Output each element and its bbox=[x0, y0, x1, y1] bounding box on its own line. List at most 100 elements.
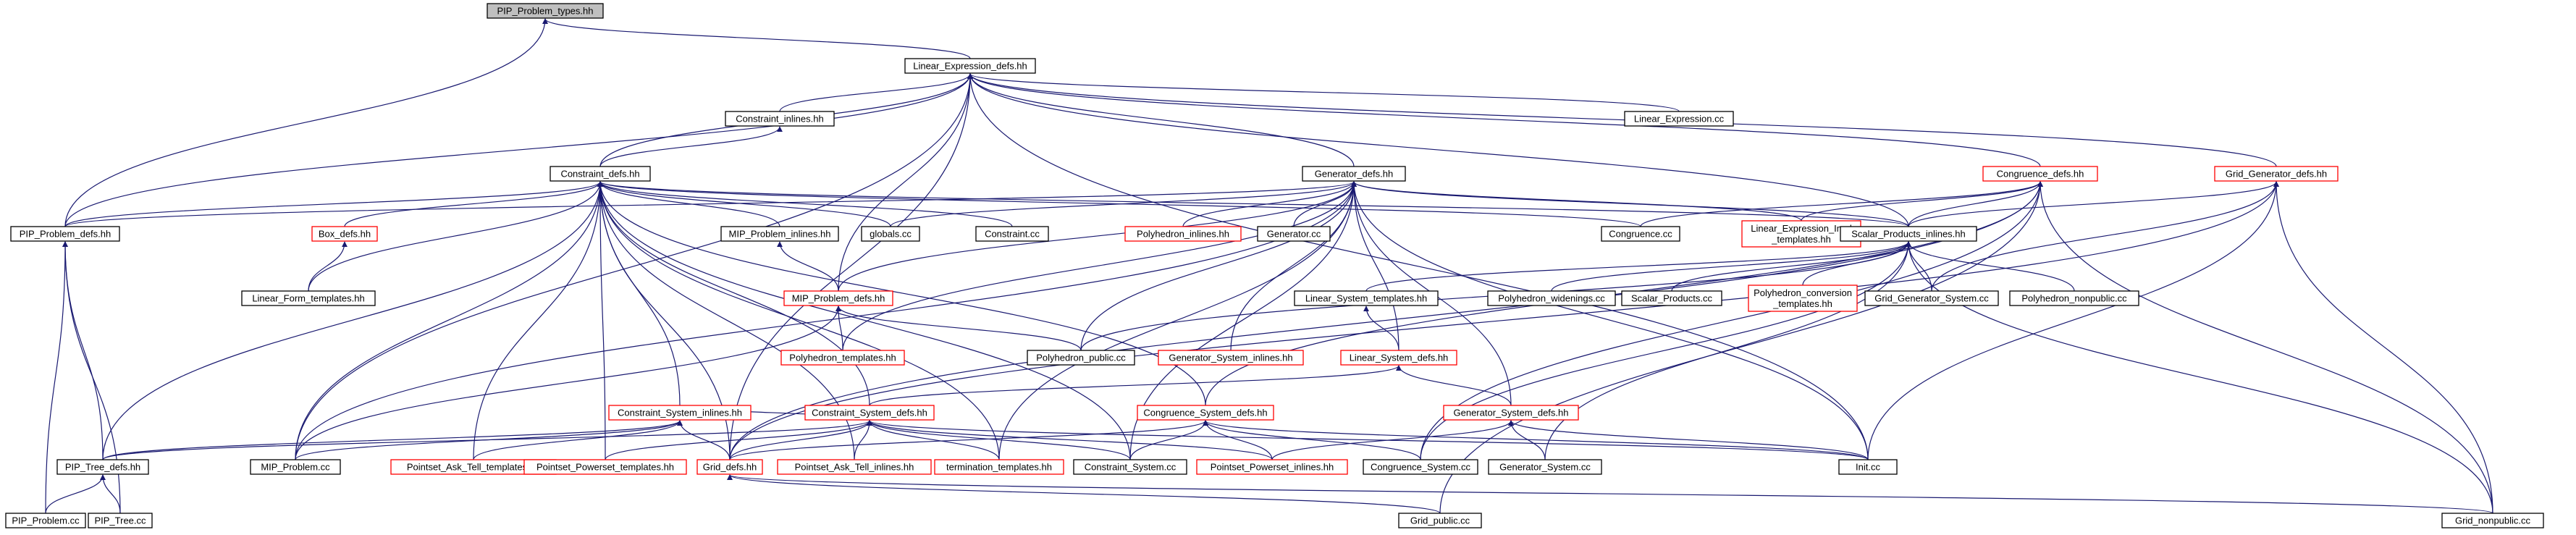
node-label: Constraint_inlines.hh bbox=[736, 114, 823, 125]
node-label: Constraint_defs.hh bbox=[560, 169, 639, 180]
node-generator-system-defs[interactable]: Generator_System_defs.hh bbox=[1443, 405, 1579, 421]
node-pointset-ask-tell-templates[interactable]: Pointset_Ask_Tell_templates.hh bbox=[390, 459, 557, 475]
node-label: Generator_System.cc bbox=[1499, 462, 1591, 473]
node-linear-expression-impl-templates[interactable]: Linear_Expression_Impl_templates.hh bbox=[1741, 220, 1861, 248]
graph-nodes: PIP_Problem_types.hhLinear_Expression_de… bbox=[5, 3, 2544, 528]
node-mip-problem-cc[interactable]: MIP_Problem.cc bbox=[250, 459, 341, 475]
node-label: Linear_Expression_Impl bbox=[1751, 223, 1852, 234]
node-box bbox=[1340, 350, 1457, 366]
node-globals-cc[interactable]: globals.cc bbox=[861, 226, 920, 242]
node-grid-generator-system-cc[interactable]: Grid_Generator_System.cc bbox=[1864, 290, 1999, 306]
node-box bbox=[2214, 166, 2339, 182]
node-linear-expression-cc[interactable]: Linear_Expression.cc bbox=[1624, 111, 1734, 127]
node-pip-problem-defs[interactable]: PIP_Problem_defs.hh bbox=[10, 226, 120, 242]
node-congruence-cc[interactable]: Congruence.cc bbox=[1601, 226, 1680, 242]
node-label: Linear_Form_templates.hh bbox=[252, 293, 364, 304]
edge-constraint_system_defs-to-linear_system_defs bbox=[869, 365, 1402, 406]
node-polyhedron-conversion-templates[interactable]: Polyhedron_conversion_templates.hh bbox=[1748, 285, 1858, 312]
node-label: Constraint.cc bbox=[985, 229, 1040, 240]
node-pip-tree-cc[interactable]: PIP_Tree.cc bbox=[88, 513, 153, 528]
node-mip-problem-defs[interactable]: MIP_Problem_defs.hh bbox=[783, 290, 893, 306]
edge-init_cc-to-generator_system_defs bbox=[1508, 420, 1869, 460]
node-constraint-system-inlines[interactable]: Constraint_System_inlines.hh bbox=[608, 405, 752, 421]
node-label: Generator_System_defs.hh bbox=[1454, 408, 1569, 418]
node-congruence-system-cc[interactable]: Congruence_System.cc bbox=[1363, 459, 1478, 475]
edge-pip_problem_defs-to-linear_expression_defs bbox=[64, 73, 973, 227]
node-polyhedron-templates[interactable]: Polyhedron_templates.hh bbox=[780, 350, 905, 366]
node-linear-system-templates[interactable]: Linear_System_templates.hh bbox=[1294, 290, 1439, 306]
node-box bbox=[487, 3, 604, 19]
node-linear-system-defs[interactable]: Linear_System_defs.hh bbox=[1340, 350, 1457, 366]
edge-termination_templates-to-generator_defs bbox=[998, 181, 1357, 460]
node-init-cc[interactable]: Init.cc bbox=[1838, 459, 1898, 475]
node-pip-problem-cc[interactable]: PIP_Problem.cc bbox=[5, 513, 86, 528]
node-generator-system-cc[interactable]: Generator_System.cc bbox=[1488, 459, 1602, 475]
node-box bbox=[5, 513, 86, 528]
node-box bbox=[725, 111, 835, 127]
edge-pip_problem_defs-to-constraint_defs bbox=[64, 181, 603, 227]
edge-pip_tree_defs-to-pip_problem_defs bbox=[62, 241, 104, 460]
node-box bbox=[1443, 405, 1579, 421]
node-generator-defs[interactable]: Generator_defs.hh bbox=[1302, 166, 1406, 182]
edge-mip_problem_cc-to-constraint_defs bbox=[295, 181, 603, 460]
node-label: Generator_defs.hh bbox=[1315, 169, 1393, 180]
node-label: Generator.cc bbox=[1267, 229, 1321, 240]
node-box bbox=[1601, 226, 1680, 242]
edge-pointset_powerset_inlines-to-constraint_system_defs bbox=[867, 420, 1273, 460]
node-constraint-inlines[interactable]: Constraint_inlines.hh bbox=[725, 111, 835, 127]
node-scalar-products-inlines[interactable]: Scalar_Products_inlines.hh bbox=[1840, 226, 1977, 242]
edge-congruence_system_defs-to-constraint_defs bbox=[597, 181, 1206, 406]
node-box bbox=[1302, 166, 1406, 182]
node-box bbox=[550, 166, 651, 182]
edge-init_cc-to-grid_generator_defs bbox=[1867, 181, 2279, 460]
node-label: Grid_public.cc bbox=[1410, 515, 1470, 526]
node-box bbox=[1748, 285, 1858, 312]
node-mip-problem-inlines[interactable]: MIP_Problem_inlines.hh bbox=[720, 226, 839, 242]
edge-init_cc-to-generator_defs bbox=[1351, 181, 1869, 460]
node-constraint-cc[interactable]: Constraint.cc bbox=[975, 226, 1049, 242]
node-polyhedron-widenings[interactable]: Polyhedron_widenings.cc bbox=[1487, 290, 1616, 306]
node-pointset-powerset-templates[interactable]: Pointset_Powerset_templates.hh bbox=[523, 459, 687, 475]
edge-congruence_system_cc-to-congruence_system_defs bbox=[1203, 420, 1421, 460]
node-box bbox=[696, 459, 763, 475]
edge-pip_tree_cc-to-pip_tree_defs bbox=[100, 474, 121, 514]
node-label: Pointset_Ask_Tell_templates.hh bbox=[407, 462, 540, 473]
node-label: Polyhedron_nonpublic.cc bbox=[2021, 293, 2127, 304]
edge-polyhedron_nonpublic-to-scalar_products_inlines bbox=[1906, 241, 2075, 292]
node-generator-cc[interactable]: Generator.cc bbox=[1257, 226, 1331, 242]
node-polyhedron-inlines[interactable]: Polyhedron_inlines.hh bbox=[1124, 226, 1242, 242]
node-termination-templates[interactable]: termination_templates.hh bbox=[934, 459, 1064, 475]
edge-linear_expression_defs-to-pip_problem_types bbox=[542, 18, 971, 59]
node-grid-public[interactable]: Grid_public.cc bbox=[1398, 513, 1482, 528]
node-polyhedron-nonpublic[interactable]: Polyhedron_nonpublic.cc bbox=[2009, 290, 2139, 306]
node-congruence-system-defs[interactable]: Congruence_System_defs.hh bbox=[1137, 405, 1274, 421]
node-pip-tree-defs[interactable]: PIP_Tree_defs.hh bbox=[56, 459, 149, 475]
edge-linear_form_templates-to-constraint_defs bbox=[308, 181, 603, 292]
node-label: Linear_Expression.cc bbox=[1634, 114, 1725, 125]
node-pip-problem-types[interactable]: PIP_Problem_types.hh bbox=[487, 3, 604, 19]
node-label: Constraint_System_defs.hh bbox=[812, 408, 927, 418]
node-label: Box_defs.hh bbox=[319, 229, 371, 240]
node-box bbox=[1398, 513, 1482, 528]
node-constraint-system-cc[interactable]: Constraint_System.cc bbox=[1073, 459, 1187, 475]
node-linear-form-templates[interactable]: Linear_Form_templates.hh bbox=[241, 290, 376, 306]
node-pointset-powerset-inlines[interactable]: Pointset_Powerset_inlines.hh bbox=[1196, 459, 1348, 475]
node-box bbox=[1027, 350, 1135, 366]
node-generator-system-inlines[interactable]: Generator_System_inlines.hh bbox=[1158, 350, 1304, 366]
edge-pip_problem_cc-to-pip_problem_defs bbox=[45, 241, 68, 514]
node-scalar-products-cc[interactable]: Scalar_Products.cc bbox=[1621, 290, 1722, 306]
node-box bbox=[56, 459, 149, 475]
node-box bbox=[1257, 226, 1331, 242]
node-grid-defs[interactable]: Grid_defs.hh bbox=[696, 459, 763, 475]
node-grid-nonpublic[interactable]: Grid_nonpublic.cc bbox=[2441, 513, 2544, 528]
node-polyhedron-public[interactable]: Polyhedron_public.cc bbox=[1027, 350, 1135, 366]
node-congruence-defs[interactable]: Congruence_defs.hh bbox=[1982, 166, 2098, 182]
node-grid-generator-defs[interactable]: Grid_Generator_defs.hh bbox=[2214, 166, 2339, 182]
node-linear-expression-defs[interactable]: Linear_Expression_defs.hh bbox=[904, 58, 1036, 74]
node-box-defs[interactable]: Box_defs.hh bbox=[311, 226, 378, 242]
node-constraint-defs[interactable]: Constraint_defs.hh bbox=[550, 166, 651, 182]
edge-constraint_system_cc-to-constraint_defs bbox=[597, 181, 1131, 460]
node-pointset-ask-tell-inlines[interactable]: Pointset_Ask_Tell_inlines.hh bbox=[777, 459, 932, 475]
node-box bbox=[975, 226, 1049, 242]
node-constraint-system-defs[interactable]: Constraint_System_defs.hh bbox=[804, 405, 935, 421]
